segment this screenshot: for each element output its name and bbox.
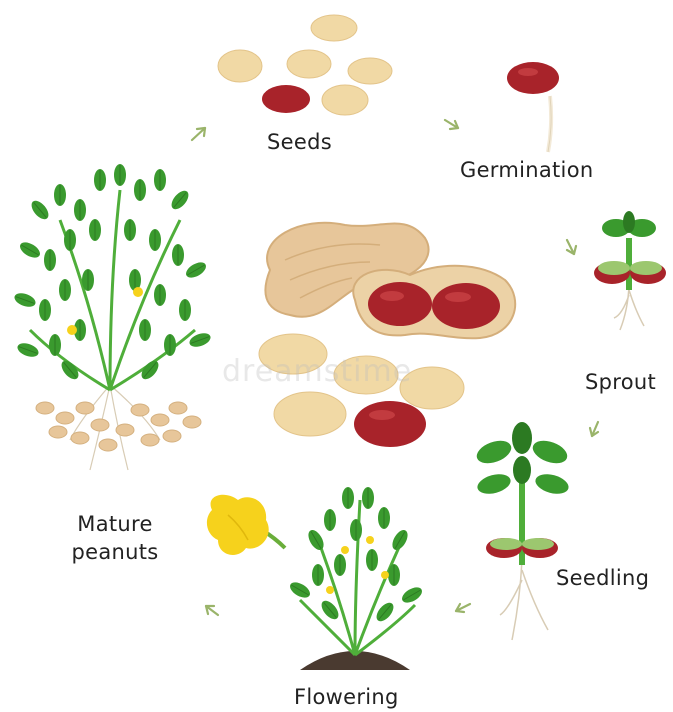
stage-label-seeds: Seeds [267, 130, 332, 154]
flowering-illustration [287, 487, 424, 670]
stage-label-germination: Germination [460, 158, 593, 182]
stage-label-flowering: Flowering [294, 685, 399, 709]
arrow-sprout-to-seedling-icon [590, 422, 598, 436]
sprout-illustration [594, 211, 666, 330]
arrow-seedling-to-flowering-icon [456, 604, 470, 612]
arrow-seeds-to-germination-icon [445, 120, 458, 129]
seeds-illustration [218, 15, 392, 115]
arrow-mature-to-seeds-icon [192, 128, 205, 140]
germination-illustration [507, 62, 559, 152]
stage-label-sprout: Sprout [585, 370, 656, 394]
center-peanut-illustration [259, 223, 515, 447]
mature-peanuts-illustration [13, 164, 213, 470]
watermark-text: dreamstime [222, 354, 412, 389]
stage-label-mature-peanuts: Mature peanuts [60, 510, 170, 566]
stage-label-mature-line2: peanuts [60, 538, 170, 566]
stage-label-seedling: Seedling [556, 566, 649, 590]
arrow-flowering-to-mature-icon [206, 606, 218, 615]
stage-label-mature-line1: Mature [60, 510, 170, 538]
arrow-germination-to-sprout-icon [567, 240, 576, 254]
yellow-flower-illustration [207, 495, 285, 555]
seedling-illustration [474, 422, 571, 640]
